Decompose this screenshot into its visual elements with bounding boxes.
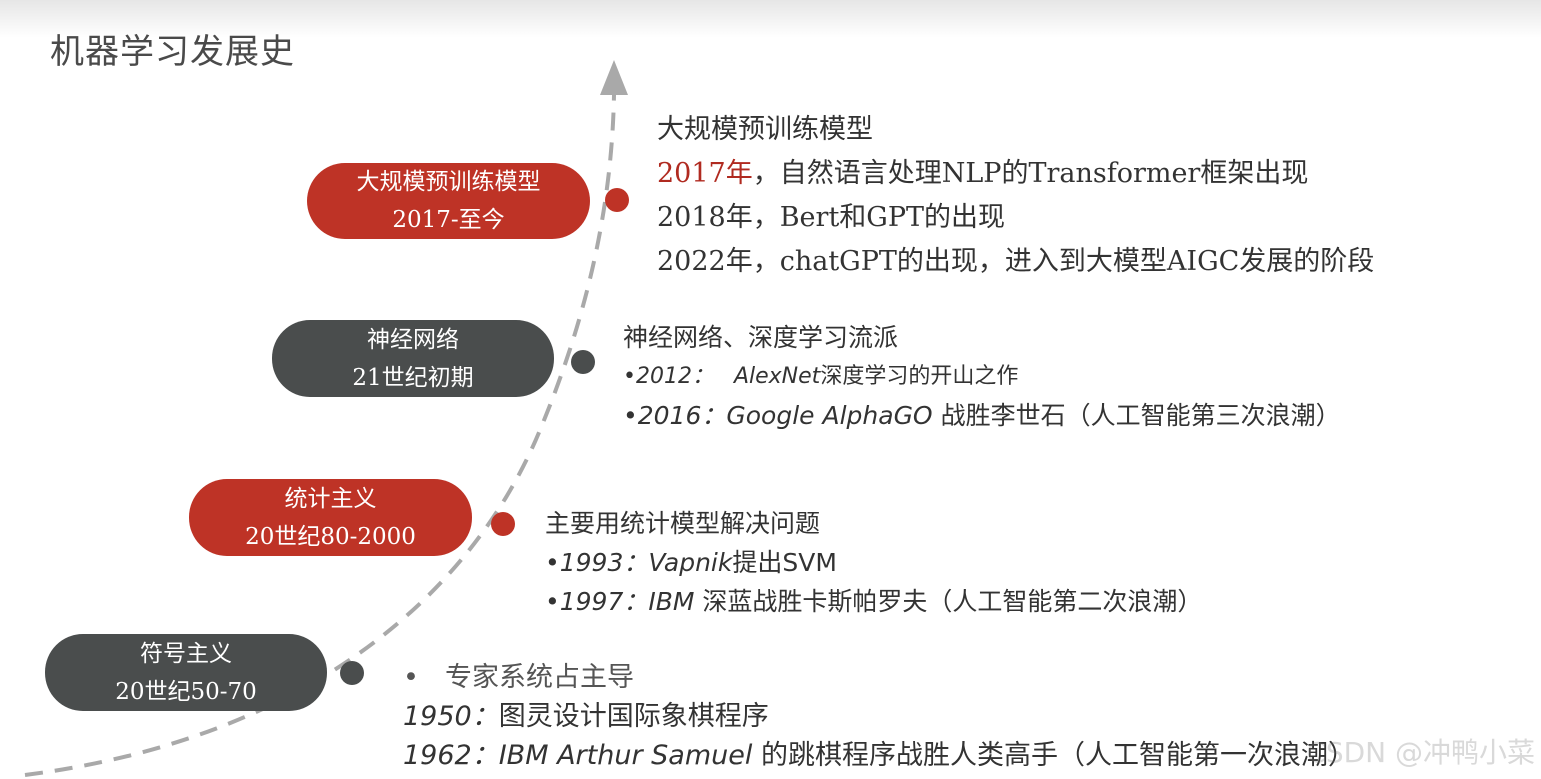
stage-description-statistical: 主要用统计模型解决问题 •1993：Vapnik提出SVM •1997：IBM … [545, 504, 1202, 621]
event-year: 2017年 [657, 158, 753, 189]
stage-description-neural: 神经网络、深度学习流派 •2012： AlexNet深度学习的开山之作 •2016… [623, 318, 1341, 435]
stage-period: 20世纪50-70 [115, 678, 257, 705]
stage-heading: 主要用统计模型解决问题 [545, 509, 821, 538]
watermark: CSDN @冲鸭小菜 [1306, 736, 1535, 769]
event-line: •1997：IBM 深蓝战胜卡斯帕罗夫（人工智能第二次浪潮） [545, 582, 1202, 621]
stage-pill-symbolic: 符号主义 20世纪50-70 [45, 634, 327, 711]
event-name: AlexNet [733, 364, 821, 389]
header-band [0, 0, 1541, 38]
stage-heading: 大规模预训练模型 [657, 114, 873, 145]
event-line: •1993：Vapnik提出SVM [545, 543, 1202, 582]
bullet-icon: • [403, 662, 419, 693]
event-line: •2012： AlexNet深度学习的开山之作 [623, 357, 1341, 396]
stage-pill-statistical: 统计主义 20世纪80-2000 [189, 479, 472, 556]
event-name: IBM Arthur Samuel [498, 740, 753, 771]
stage-label: 大规模预训练模型 [356, 169, 541, 195]
event-year: •1997： [545, 587, 649, 616]
stage-heading-line: • 专家系统占主导 [403, 658, 1355, 697]
event-text: 图灵设计国际象棋程序 [498, 701, 769, 732]
event-text: 战胜李世石（人工智能第三次浪潮） [932, 401, 1341, 430]
stage-period: 20世纪80-2000 [245, 523, 416, 550]
timeline-dashed-line [24, 94, 616, 777]
event-text: ，自然语言处理NLP的Transformer框架出现 [752, 158, 1309, 189]
event-name: Google AlphaGO [726, 401, 933, 430]
stage-pill-pretrained: 大规模预训练模型 2017-至今 [307, 163, 590, 239]
timeline-dot-stage-3 [491, 512, 515, 536]
event-text: ，Bert和GPT的出现 [752, 202, 1006, 233]
event-year: •2012： [623, 364, 714, 389]
stage-period: 21世纪初期 [352, 364, 474, 391]
stage-pill-neural: 神经网络 21世纪初期 [272, 320, 554, 397]
event-year: 2018年 [657, 202, 753, 233]
event-text: ，chatGPT的出现，进入到大模型AIGC发展的阶段 [752, 246, 1375, 277]
event-name: Vapnik [648, 548, 733, 577]
event-year: 2022年 [657, 246, 753, 277]
timeline-arrow-icon [600, 60, 628, 95]
event-line: 1962：IBM Arthur Samuel 的跳棋程序战胜人类高手（人工智能第… [403, 736, 1355, 775]
event-text: 的跳棋程序战胜人类高手（人工智能第一次浪潮） [752, 740, 1355, 771]
event-text: 提出SVM [732, 548, 837, 577]
event-line: 2018年，Bert和GPT的出现 [657, 196, 1374, 240]
stage-heading: 专家系统占主导 [445, 662, 634, 693]
timeline-dot-stage-4 [340, 661, 364, 685]
event-name: IBM [648, 587, 695, 616]
event-line: 1950：图灵设计国际象棋程序 [403, 697, 1355, 736]
stage-heading: 神经网络、深度学习流派 [623, 323, 899, 352]
stage-label: 符号主义 [140, 640, 232, 667]
timeline-dot-stage-2 [571, 350, 595, 374]
page-title: 机器学习发展史 [50, 32, 295, 72]
timeline-dot-stage-1 [605, 188, 629, 212]
event-text: 深蓝战胜卡斯帕罗夫（人工智能第二次浪潮） [694, 587, 1203, 616]
event-year: •2016： [623, 401, 727, 430]
stage-description-symbolic: • 专家系统占主导 1950：图灵设计国际象棋程序 1962：IBM Arthur… [403, 658, 1355, 775]
event-line: 2017年，自然语言处理NLP的Transformer框架出现 [657, 152, 1374, 196]
stage-period: 2017-至今 [392, 207, 505, 233]
event-year: 1950： [403, 701, 499, 732]
event-line: •2016：Google AlphaGO 战胜李世石（人工智能第三次浪潮） [623, 396, 1341, 435]
event-year: 1962： [403, 740, 499, 771]
stage-label: 神经网络 [367, 326, 459, 353]
event-line: 2022年，chatGPT的出现，进入到大模型AIGC发展的阶段 [657, 240, 1374, 284]
stage-description-pretrained: 大规模预训练模型 2017年，自然语言处理NLP的Transformer框架出现… [657, 108, 1374, 284]
stage-label: 统计主义 [284, 485, 377, 512]
event-text: 深度学习的开山之作 [820, 364, 1019, 389]
event-year: •1993： [545, 548, 649, 577]
